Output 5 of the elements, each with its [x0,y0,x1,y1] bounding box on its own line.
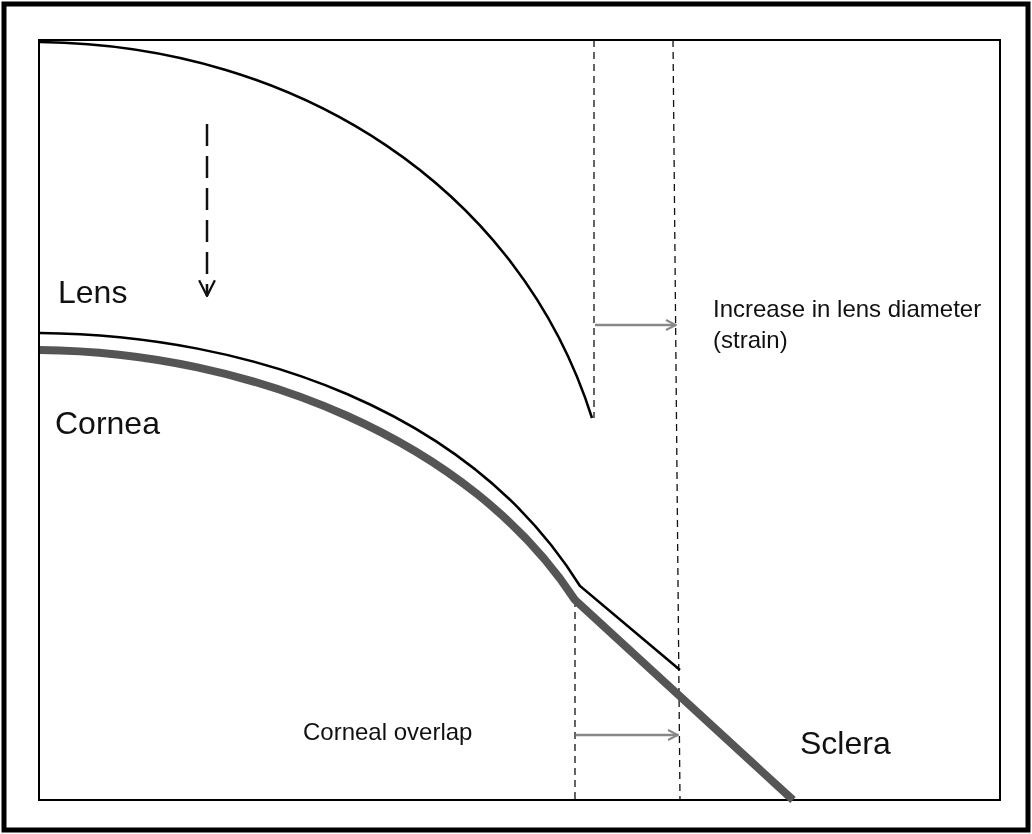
part-label: Sclera [800,724,891,763]
part-label: Cornea [55,404,160,443]
dimension-label: Corneal overlap [303,717,473,747]
dimension-label: Increase in lens diameter (strain) [713,294,983,356]
part-label: Lens [58,273,128,312]
